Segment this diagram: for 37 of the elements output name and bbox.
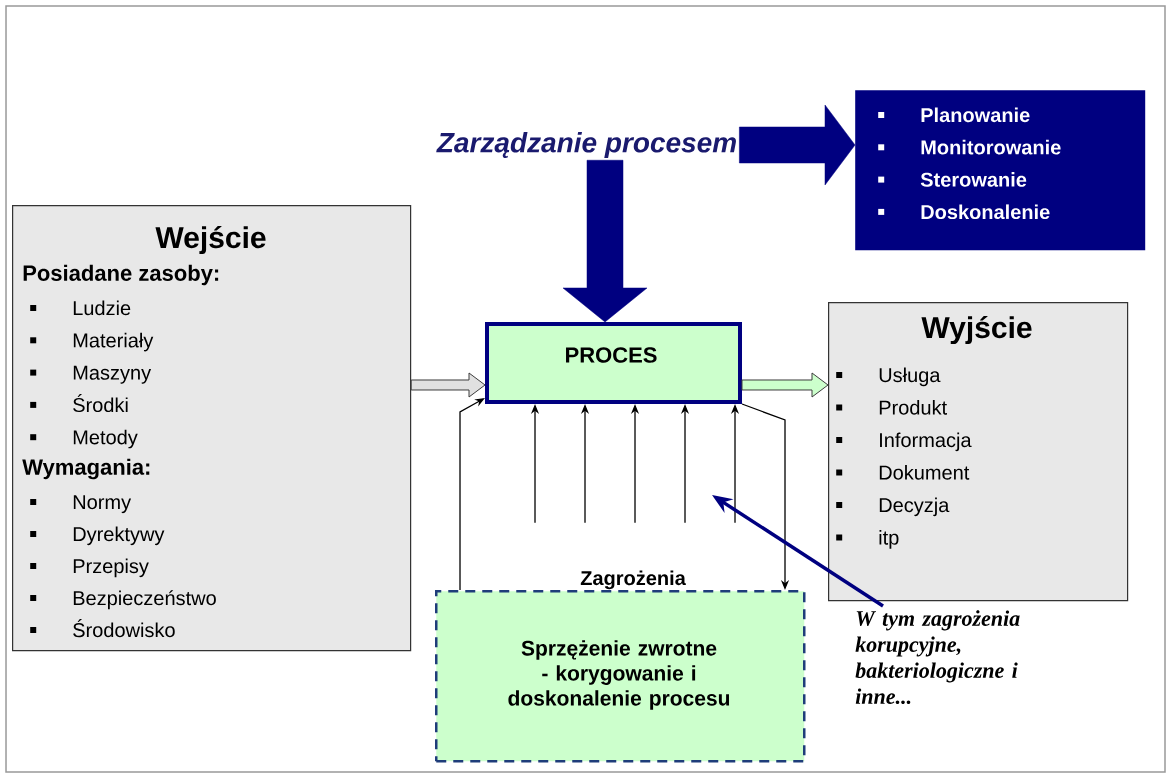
list-item: Środowisko (30, 619, 175, 638)
list-item: Ludzie (30, 300, 131, 316)
list-item: Monitorowanie (878, 139, 1061, 155)
list-item: Doskonalenie (878, 204, 1050, 220)
block-arrow (739, 104, 856, 186)
list-item: Planowanie (878, 107, 1030, 123)
feedback-arrow (459, 398, 485, 591)
hollow-arrow (410, 372, 486, 398)
box-title: Wejście (155, 225, 266, 255)
management-label: Zarządzanie procesem (436, 131, 736, 159)
list-item: Bezpieczeństwo (30, 590, 216, 610)
list-item: Usługa (836, 367, 941, 387)
box-title: Wyjście (921, 315, 1032, 345)
list-item: Dyrektywy (30, 526, 165, 546)
list-item: Środki (30, 393, 128, 413)
bullet-panel (855, 90, 1146, 251)
process-box: PROCES (485, 322, 742, 404)
list-item: itp (836, 530, 899, 549)
list-item: Informacja (836, 432, 972, 452)
list-item: Produkt (836, 400, 947, 415)
list-heading: Posiadane zasoby: (23, 264, 219, 286)
list-item: Maszyny (30, 365, 152, 384)
note-text: W tym zagrożenia korupcyjne, bakteriologiczne i inne... (855, 610, 1020, 704)
hollow-arrow (741, 372, 829, 398)
feedback-box: Sprzężenie zwrotne - korygowanie i doskonalenie procesu (435, 590, 806, 763)
list-item: Przepisy (30, 558, 149, 578)
threat-label: Zagrożenia (580, 570, 686, 590)
list-item: Dokument (836, 465, 970, 480)
list-item: Normy (30, 495, 132, 514)
list-item: Sterowanie (878, 172, 1027, 187)
block-arrow (562, 160, 648, 323)
list-item: Metody (30, 429, 138, 449)
list-item: Decyzja (836, 497, 950, 517)
input-box (12, 205, 412, 652)
list-heading: Wymagania: (22, 458, 150, 480)
list-item: Materiały (30, 332, 154, 352)
output-box (828, 302, 1129, 602)
